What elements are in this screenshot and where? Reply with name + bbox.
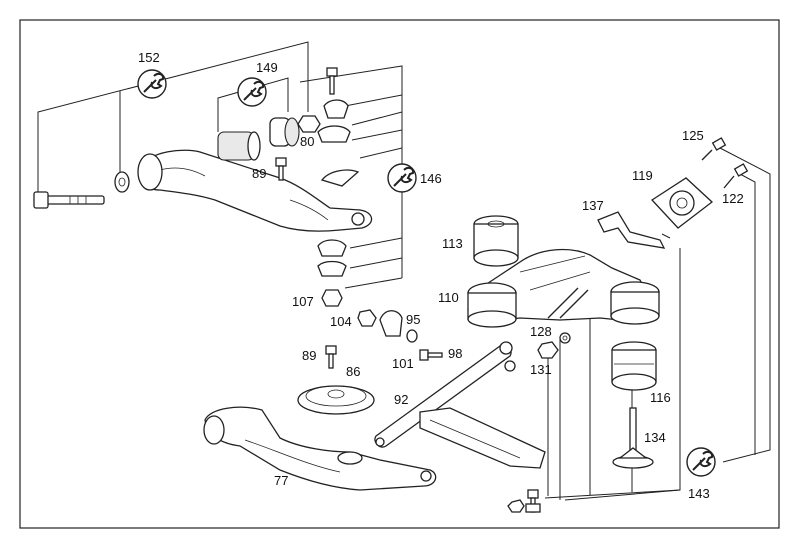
callout-107: 107 (292, 294, 314, 309)
callout-98: 98 (448, 346, 462, 361)
diagram-frame (19, 19, 780, 529)
callout-104: 104 (330, 314, 352, 329)
rear-axle-carrier (467, 248, 660, 328)
callout-119: 119 (632, 168, 653, 183)
leader-lines (37, 41, 771, 501)
small-hardware (297, 309, 443, 415)
callout-116: 116 (650, 390, 671, 405)
callout-146: 146 (420, 171, 442, 186)
bushing-116 (611, 341, 657, 391)
wrench-icon (243, 80, 265, 101)
callout-80: 80 (300, 134, 314, 149)
callout-131: 131 (530, 362, 552, 377)
callout-95: 95 (406, 312, 420, 327)
wrench-badge-149 (237, 77, 267, 107)
bushing-113 (473, 215, 519, 267)
callout-128: 128 (530, 324, 552, 339)
mount-119 (650, 177, 714, 229)
bolts-top-right (701, 137, 749, 189)
upper-control-arm (33, 67, 373, 307)
callout-149: 149 (256, 60, 278, 75)
callout-122: 122 (722, 191, 744, 206)
nut-washer (537, 332, 571, 359)
callout-89-lower: 89 (302, 348, 316, 363)
callout-101: 101 (392, 356, 414, 371)
nut-bolt-icon (507, 489, 541, 513)
callout-110: 110 (438, 290, 459, 305)
bolt-134 (612, 407, 654, 469)
tie-strut (374, 341, 546, 469)
callout-125: 125 (682, 128, 704, 143)
callout-113: 113 (442, 236, 463, 251)
wrench-badge-143 (686, 447, 716, 477)
wrench-badge-146 (387, 163, 417, 193)
callout-86: 86 (346, 364, 360, 379)
callout-89-upper: 89 (252, 166, 266, 181)
callout-labels: 152 149 80 89 146 107 104 95 101 98 89 8… (138, 50, 744, 501)
wrench-icon (143, 72, 165, 93)
wrench-badge-152 (137, 69, 167, 99)
callout-92: 92 (394, 392, 408, 407)
wrench-icon (692, 450, 714, 471)
wrench-icon (393, 166, 415, 187)
lower-control-arm (203, 406, 437, 491)
callout-134: 134 (644, 430, 666, 445)
callout-152: 152 (138, 50, 160, 65)
callout-143: 143 (688, 486, 710, 501)
bracket-137 (597, 211, 666, 249)
callout-137: 137 (582, 198, 604, 213)
callout-77: 77 (274, 473, 288, 488)
